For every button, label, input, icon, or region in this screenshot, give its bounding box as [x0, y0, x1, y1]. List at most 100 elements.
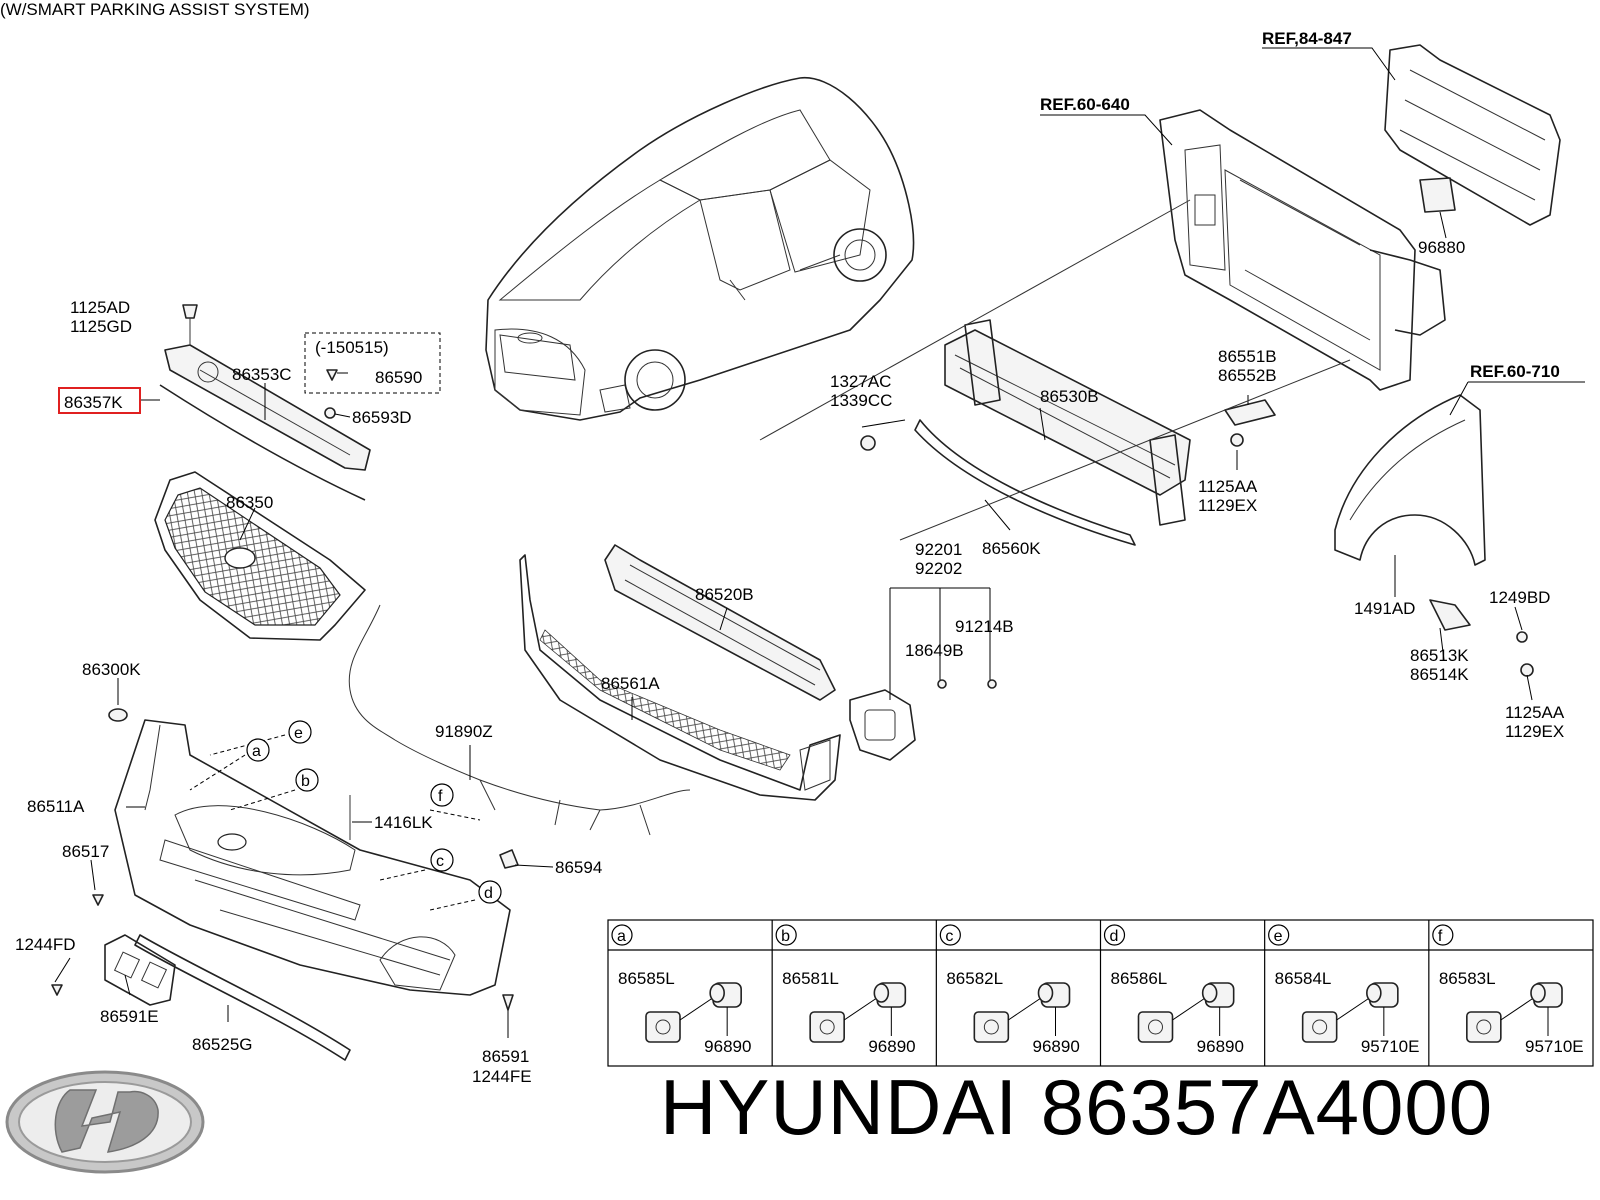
fender [1334, 394, 1486, 566]
label-86551B: 86551B [1218, 347, 1277, 366]
label-1125AA-2: 1125AA [1505, 703, 1565, 722]
ref-60-640: REF.60-640 [1040, 95, 1130, 114]
label-86594: 86594 [555, 858, 602, 877]
label-1125GD: 1125GD [70, 317, 132, 336]
bumper-beam [914, 319, 1191, 546]
label-86513K: 86513K [1410, 646, 1469, 665]
callout-e: e [294, 725, 303, 742]
callout-b: b [301, 773, 310, 790]
hyundai-logo [5, 1070, 205, 1174]
label-91214B: 91214B [955, 617, 1014, 636]
label-86517: 86517 [62, 842, 109, 861]
label-92201: 92201 [915, 540, 962, 559]
label-86561A: 86561A [601, 674, 660, 693]
label-1491AD: 1491AD [1354, 599, 1415, 618]
callouts: a e b f c d [246, 720, 502, 904]
sensor-part-number: 95710E [1361, 1037, 1420, 1056]
sensor-column-e: e 86584L 95710E [1268, 924, 1420, 1056]
sensor-column-c: c 86582L 96890 [939, 924, 1080, 1056]
small-parts [51, 304, 1534, 1011]
bracket-drawing [1466, 1011, 1502, 1043]
label-86353C: 86353C [232, 365, 292, 384]
label-1244FE: 1244FE [472, 1067, 532, 1086]
leader-lines [54, 47, 1585, 1038]
part-labels: REF,84-847 REF.60-640 REF.60-710 1125AD … [15, 29, 1565, 1086]
ref-84-847: REF,84-847 [1262, 29, 1352, 48]
label-1129EX-1: 1129EX [1198, 496, 1257, 515]
label-1244FD: 1244FD [15, 935, 75, 954]
column-key: c [945, 928, 953, 945]
sensor-column-d: d 86586L 96890 [1103, 924, 1244, 1056]
front-bumper-cover [108, 708, 511, 996]
label-91890Z: 91890Z [435, 722, 493, 741]
label-1249BD: 1249BD [1489, 588, 1550, 607]
energy-absorber [604, 544, 836, 701]
label-1125AD: 1125AD [70, 298, 130, 317]
dashed-box [304, 332, 441, 394]
label-86560K: 86560K [982, 539, 1041, 558]
bracket-part-number: 86581L [782, 969, 839, 988]
bracket-part-number: 86586L [1111, 969, 1168, 988]
sensor-part-number: 96890 [704, 1037, 751, 1056]
callout-f: f [438, 788, 443, 805]
label-86514K: 86514K [1410, 665, 1469, 684]
callout-c: c [436, 853, 444, 870]
bracket-drawing [1301, 1011, 1338, 1043]
sensor-part-number: 95710E [1525, 1037, 1584, 1056]
bracket-part-number: 86584L [1275, 969, 1332, 988]
label-86357K: 86357K [64, 393, 123, 412]
sensor-part-number: 96890 [1033, 1037, 1080, 1056]
sensor-part-number: 96890 [868, 1037, 915, 1056]
label-86591E: 86591E [100, 1007, 159, 1026]
license-bracket [104, 934, 176, 1006]
upper-grille-molding [159, 344, 371, 501]
bracket-drawing [1137, 1011, 1174, 1043]
bracket-part-number: 86585L [618, 969, 675, 988]
upper-bracket [1384, 44, 1561, 226]
label-86520B: 86520B [695, 585, 754, 604]
label-1327AC: 1327AC [830, 372, 891, 391]
wiring-harness [348, 604, 691, 836]
label-92202: 92202 [915, 559, 962, 578]
label-1416LK: 1416LK [374, 813, 433, 832]
sensor-column-f: f 86583L 95710E [1432, 924, 1584, 1056]
column-key: d [1110, 928, 1119, 945]
sensor-part-number: 96890 [1197, 1037, 1244, 1056]
label-86552B: 86552B [1218, 366, 1277, 385]
column-key: b [781, 928, 790, 945]
label-86525G: 86525G [192, 1035, 253, 1054]
brand-part-number: HYUNDAI 86357A4000 [660, 1063, 1494, 1151]
column-key: f [1438, 928, 1443, 945]
label-18649B: 18649B [905, 641, 964, 660]
sensor-table: a 86585L 96890 b 86581L 96890 c 86582L 96890 d 865… [607, 919, 1594, 1067]
label-1129EX-2: 1129EX [1505, 722, 1564, 741]
label-86591: 86591 [482, 1047, 529, 1066]
callout-a: a [252, 743, 261, 760]
radiator-support [1159, 109, 1446, 391]
sensor-column-b: b 86581L 96890 [775, 924, 916, 1056]
label-1125AA-1: 1125AA [1198, 477, 1258, 496]
title-note: (W/SMART PARKING ASSIST SYSTEM) [0, 0, 310, 19]
label-86300K: 86300K [82, 660, 141, 679]
lower-grille [519, 554, 841, 801]
lower-molding [134, 934, 351, 1061]
label-1339CC: 1339CC [830, 391, 892, 410]
bracket-part-number: 86582L [946, 969, 1003, 988]
bracket-drawing [809, 1011, 845, 1043]
label-150515: (-150515) [315, 338, 389, 357]
label-86593D: 86593D [352, 408, 412, 427]
highlight-box-86357K [58, 387, 141, 414]
ref-60-710: REF.60-710 [1470, 362, 1560, 381]
bracket-part-number: 86583L [1439, 969, 1496, 988]
fog-lamp-bezel [849, 689, 916, 761]
label-86590: 86590 [375, 368, 422, 387]
column-key: a [617, 928, 626, 945]
bracket-drawing [973, 1011, 1010, 1043]
label-86530B: 86530B [1040, 387, 1099, 406]
bracket-drawing [645, 1011, 681, 1043]
callout-d: d [484, 885, 493, 902]
label-96880: 96880 [1418, 238, 1465, 257]
label-86511A: 86511A [27, 797, 85, 816]
column-key: e [1274, 928, 1283, 945]
